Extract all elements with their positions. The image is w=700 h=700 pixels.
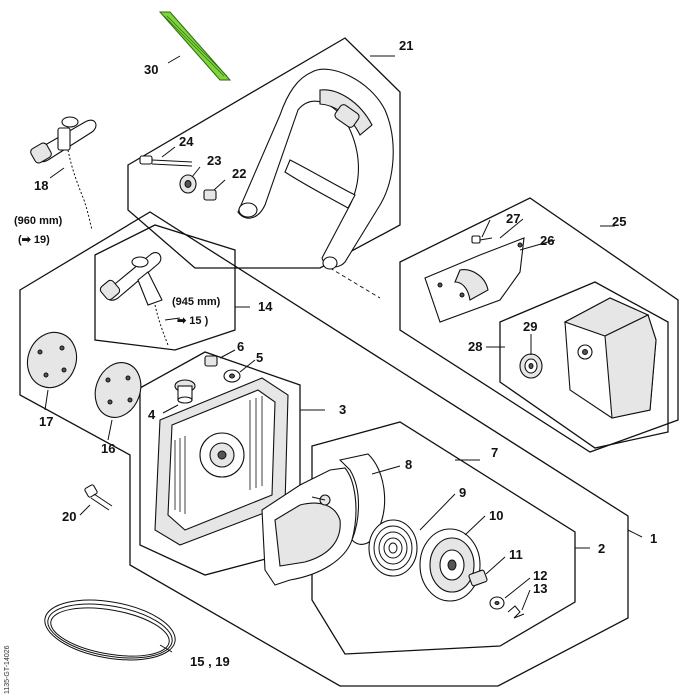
label-16: 16 (101, 441, 115, 456)
fan-housing-3 (154, 377, 289, 546)
plate-26 (424, 237, 525, 323)
bushing-23 (179, 174, 197, 194)
nut-6 (204, 355, 218, 367)
label-30: 30 (144, 62, 158, 77)
frame-cover-28 (499, 281, 669, 449)
screw-27 (471, 235, 493, 244)
label-5: 5 (256, 350, 263, 365)
washer-5 (223, 369, 241, 383)
frame-assembly-2 (311, 421, 576, 655)
label-12: 12 (533, 568, 547, 583)
starter-grip-14 (99, 252, 169, 346)
disc-16 (94, 362, 142, 418)
dashed-link (329, 267, 381, 299)
guide-plate-7 (261, 467, 357, 586)
label-27: 27 (506, 211, 520, 226)
pawl-8 (311, 453, 386, 545)
part-number-labels: 30 21 24 23 22 18 (960 mm) (➡ 19) 27 26 … (14, 38, 657, 669)
screw-24 (139, 155, 193, 167)
cover-28 (563, 297, 657, 419)
label-8: 8 (405, 457, 412, 472)
frame-handle-21 (127, 37, 401, 269)
frame-assembly-1 (19, 211, 629, 687)
label-15-19: 15 , 19 (190, 654, 230, 669)
label-11: 11 (509, 547, 523, 562)
rope-14-ref: ➡ 15 ) (177, 315, 209, 327)
front-handle-21 (237, 68, 394, 270)
gasket-30 (158, 11, 232, 81)
label-14: 14 (258, 299, 273, 314)
rope-18-ref: (➡ 19) (18, 234, 50, 246)
leader-lines (44, 55, 643, 653)
rewind-spring-9 (368, 519, 418, 577)
drawing-code: 1135-GT-14026 (4, 645, 11, 694)
disc-17 (26, 331, 78, 389)
label-2: 2 (598, 541, 605, 556)
nut-22 (203, 189, 217, 201)
gear-29 (519, 353, 543, 379)
rope-14-length: (945 mm) (172, 296, 221, 308)
label-18: 18 (34, 178, 48, 193)
frame-rope-14 (94, 224, 236, 351)
cap-4 (174, 379, 196, 404)
label-21: 21 (399, 38, 413, 53)
label-6: 6 (237, 339, 244, 354)
label-23: 23 (207, 153, 221, 168)
label-1: 1 (650, 531, 657, 546)
rope-rotor-10 (419, 528, 481, 602)
label-26: 26 (540, 233, 554, 248)
label-4: 4 (148, 407, 156, 422)
label-29: 29 (523, 319, 537, 334)
starter-grip-18 (30, 116, 97, 231)
label-25: 25 (612, 214, 626, 229)
label-22: 22 (232, 166, 246, 181)
label-9: 9 (459, 485, 466, 500)
screw-20 (84, 484, 113, 511)
label-17: 17 (39, 414, 53, 429)
rope-18-length: (960 mm) (14, 215, 63, 227)
pawl-11 (468, 569, 488, 587)
label-28: 28 (468, 339, 482, 354)
starter-rope-coil (44, 599, 176, 661)
label-10: 10 (489, 508, 503, 523)
washer-12 (489, 596, 505, 610)
label-3: 3 (339, 402, 346, 417)
label-20: 20 (62, 509, 76, 524)
spring-clip-13 (507, 605, 525, 619)
label-13: 13 (533, 581, 547, 596)
frame-assembly-25 (399, 197, 679, 453)
label-24: 24 (179, 134, 194, 149)
label-7: 7 (491, 445, 498, 460)
